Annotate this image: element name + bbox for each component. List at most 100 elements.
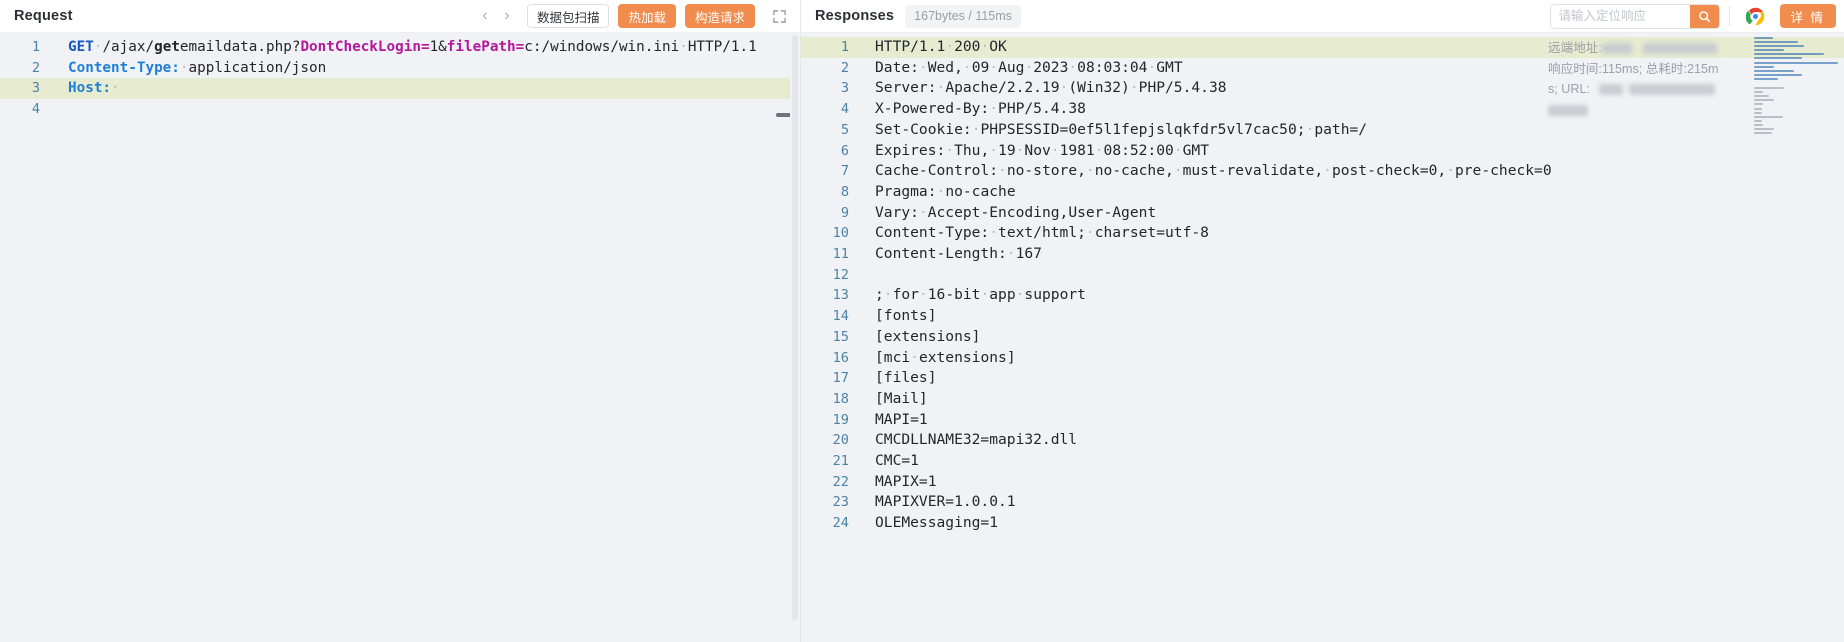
response-code-line: 16[mci·extensions] <box>801 348 1844 369</box>
line-number: 19 <box>832 411 849 428</box>
response-toolbar: Responses 167bytes / 115ms <box>801 0 1844 33</box>
response-code-line: 6 Expires:·Thu,·19·Nov·1981·08:52:00·GMT <box>801 141 1844 162</box>
toolbar-separator <box>1728 6 1730 26</box>
code-token: c:/windows/win.ini <box>524 39 680 55</box>
line-number: 1 <box>840 39 849 55</box>
response-code-line: 21 CMC=1 <box>801 451 1844 472</box>
line-number: 20 <box>832 432 849 449</box>
search-icon[interactable] <box>1689 4 1719 28</box>
response-code-line: 19 MAPI=1 <box>801 410 1844 431</box>
line-number: 17 <box>832 370 849 387</box>
code-token: · <box>111 80 120 97</box>
line-text: CMC=1 <box>875 452 919 470</box>
line-number: 5 <box>840 121 849 138</box>
hot-reload-button[interactable]: 热加载 <box>618 4 676 28</box>
pane-divider[interactable] <box>800 0 801 642</box>
response-pane: Responses 167bytes / 115ms <box>801 0 1844 642</box>
line-number: 7 <box>840 163 849 180</box>
line-text: [extensions] <box>875 327 981 345</box>
request-vertical-scrollbar-track[interactable] <box>790 33 800 642</box>
line-text: MAPI=1 <box>875 410 928 428</box>
code-minimap[interactable] <box>1754 37 1840 149</box>
request-toolbar: Request ‹ › 数据包扫描 热加载 构造请求 <box>0 0 800 33</box>
line-number: 15 <box>832 328 849 345</box>
line-text: CMCDLLNAME32=mapi32.dll <box>875 431 1078 449</box>
next-request-button[interactable]: › <box>504 7 510 24</box>
line-text: [mci·extensions] <box>875 348 1016 366</box>
response-search-input[interactable] <box>1550 4 1690 28</box>
line-number: 6 <box>840 142 849 159</box>
minimap-line <box>1754 61 1838 64</box>
minimap-line <box>1754 69 1794 72</box>
detail-button[interactable]: 详 情 <box>1779 4 1836 28</box>
line-number: 11 <box>832 246 849 263</box>
code-token: filePath <box>446 39 516 55</box>
line-text: Server:·Apache/2.2.19·(Win32)·PHP/5.4.38 <box>875 79 1227 97</box>
code-token: · <box>93 39 103 55</box>
request-pane-title: Request <box>14 8 73 24</box>
response-code-line: 13;·for·16-bit·app·support <box>801 285 1844 306</box>
chrome-icon[interactable] <box>1745 5 1767 27</box>
code-token: = <box>420 39 430 55</box>
minimap-line <box>1754 115 1783 118</box>
build-request-button[interactable]: 构造请求 <box>684 4 755 28</box>
code-token: /ajax/ <box>102 39 155 55</box>
request-horizontal-scrollbar[interactable] <box>776 113 798 117</box>
prev-request-button[interactable]: ‹ <box>482 7 488 24</box>
minimap-line <box>1754 91 1763 94</box>
line-text: MAPIX=1 <box>875 472 937 490</box>
response-size-time-badge: 167bytes / 115ms <box>905 4 1021 28</box>
request-code-line: 4 <box>0 99 800 120</box>
code-token: 1& <box>429 39 447 55</box>
line-number: 4 <box>840 101 849 118</box>
packet-scan-button[interactable]: 数据包扫描 <box>526 4 610 28</box>
line-text: Expires:·Thu,·19·Nov·1981·08:52:00·GMT <box>875 141 1209 159</box>
response-code-line: 17[files] <box>801 368 1844 389</box>
line-text: Content-Type:·text/html;·charset=utf-8 <box>875 224 1209 242</box>
line-text: [fonts] <box>875 307 937 325</box>
response-code-line: 18[Mail] <box>801 389 1844 410</box>
line-number: 3 <box>31 80 40 97</box>
code-token: HTTP/1.1 <box>687 39 757 55</box>
response-pane-title: Responses <box>815 8 895 24</box>
minimap-line <box>1754 107 1762 110</box>
line-text: MAPIXVER=1.0.0.1 <box>875 493 1016 511</box>
code-token: application/json <box>188 59 327 76</box>
code-token: emaildata.php? <box>179 39 301 55</box>
request-vertical-scrollbar-thumb[interactable] <box>792 35 798 620</box>
line-number: 18 <box>832 390 849 407</box>
minimap-line <box>1754 73 1802 76</box>
minimap-line <box>1754 103 1763 106</box>
response-search-box[interactable] <box>1549 3 1720 29</box>
minimap-line <box>1754 49 1784 52</box>
line-number: 21 <box>832 453 849 470</box>
minimap-line <box>1754 127 1774 130</box>
line-text: OLEMessaging=1 <box>875 514 999 532</box>
line-number: 1 <box>31 39 40 55</box>
code-token: Content-Type: <box>68 59 180 76</box>
code-token: GET <box>68 39 94 55</box>
minimap-line <box>1754 37 1773 39</box>
minimap-line <box>1754 123 1763 126</box>
code-token: · <box>679 39 688 55</box>
line-number: 2 <box>840 59 849 76</box>
minimap-line <box>1754 65 1774 68</box>
response-code-line: 15 [extensions] <box>801 327 1844 348</box>
minimap-line <box>1754 41 1798 44</box>
line-number: 22 <box>832 473 849 490</box>
expand-fullscreen-icon[interactable] <box>766 4 792 28</box>
line-text: Host:· <box>56 78 800 99</box>
